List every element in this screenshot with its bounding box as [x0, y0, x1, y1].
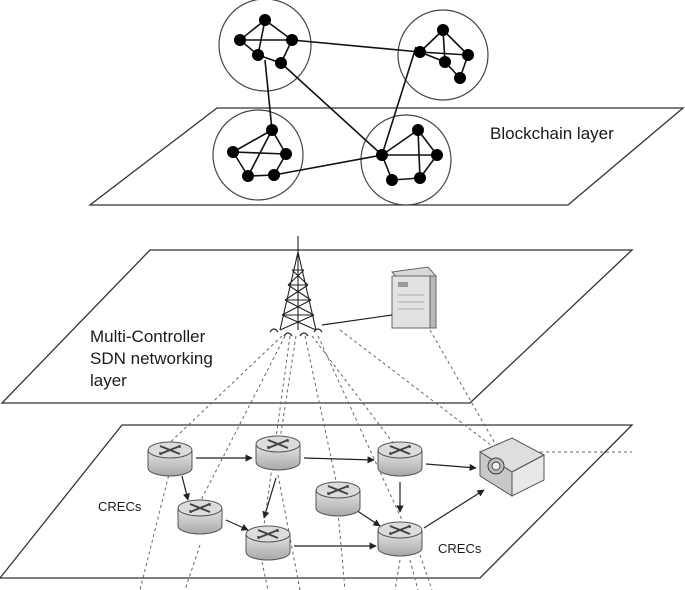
blockchain-cluster: [397, 9, 489, 101]
control-links: [139, 329, 632, 590]
blockchain-cluster: [218, 0, 312, 92]
switch-icon: [478, 437, 546, 497]
blockchain-node: [227, 14, 474, 186]
blockchain-cluster: [212, 109, 304, 201]
sdn-layer-label-line: Multi-Controller: [90, 327, 206, 346]
router-icon: [245, 525, 291, 561]
router-icon: [377, 521, 423, 557]
sdn-layer-label-line: SDN networking: [90, 349, 213, 368]
router-icon: [147, 441, 193, 477]
blockchain-cluster: [360, 114, 452, 206]
crecs-label: CRECs: [438, 541, 482, 556]
antenna-tower-icon: [269, 236, 323, 337]
router-icon: [315, 481, 361, 517]
blockchain-network: [212, 0, 489, 206]
blockchain-layer-label: Blockchain layer: [490, 124, 614, 143]
data-plane-links: [181, 454, 485, 550]
crecs-label: CRECs: [98, 499, 142, 514]
sdn-layer-label-line: layer: [90, 371, 127, 390]
sdn-layer-plane: [0, 249, 634, 404]
router-icon: [255, 435, 301, 471]
router-icon: [177, 499, 223, 535]
server-icon: [391, 266, 437, 329]
sdn-layer-label: Multi-Controller SDN networking layer: [90, 326, 213, 392]
router-icon: [377, 441, 423, 477]
